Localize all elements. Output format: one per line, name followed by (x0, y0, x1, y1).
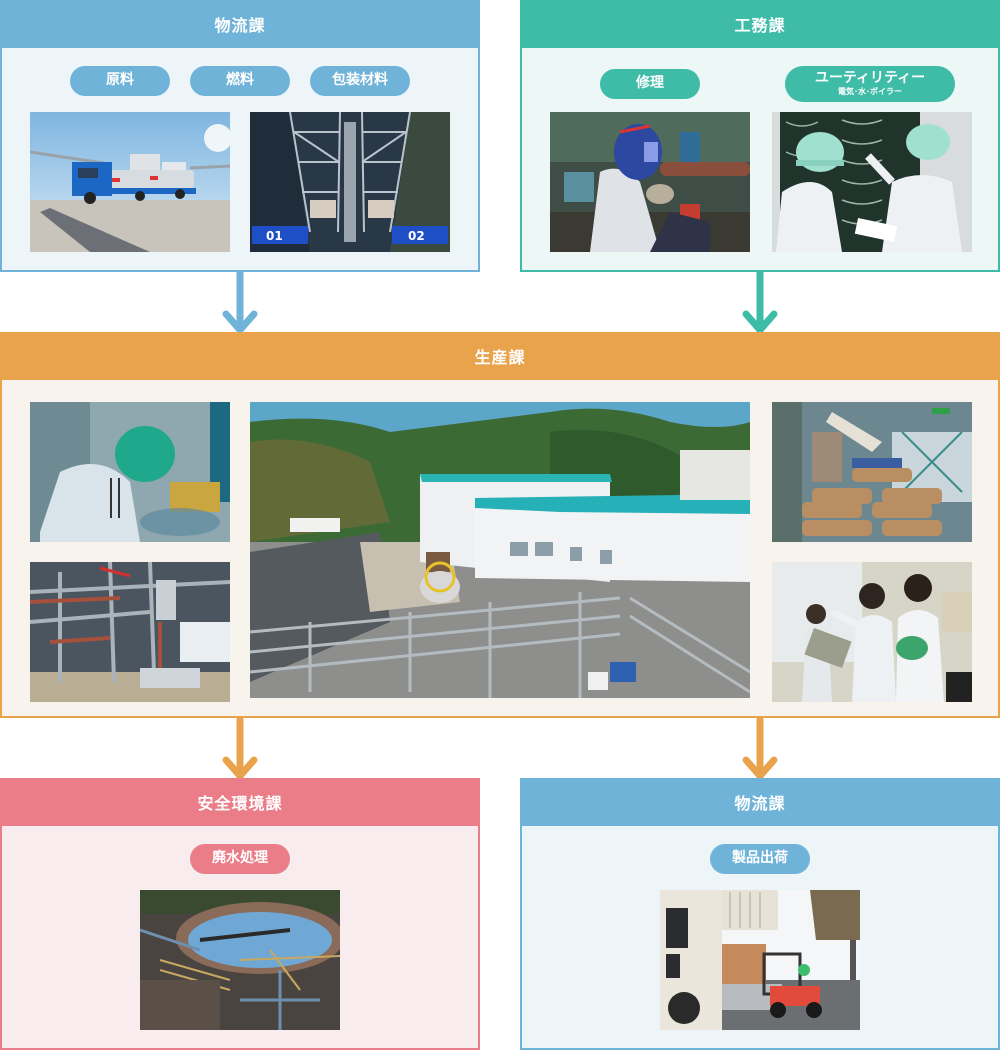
arrow-production-to-logistics (742, 718, 778, 780)
factory-aerial-photo (250, 402, 750, 698)
worker-inspection-photo (30, 402, 230, 542)
arrow-engineering-to-production (742, 272, 778, 334)
tag-packaging-materials: 包装材料 (310, 66, 410, 96)
safety-environment-section: 安全環境課 廃水処理 (0, 778, 480, 1050)
tag-utilities-sub: 電気･水･ボイラー (838, 86, 902, 96)
section-title: 物流課 (520, 778, 1000, 826)
reactor-plant-photo (30, 562, 230, 702)
automated-warehouse-photo: 01 02 (250, 112, 450, 252)
section-title: 安全環境課 (0, 778, 480, 826)
tag-repair: 修理 (600, 69, 700, 99)
tag-raw-materials: 原料 (70, 66, 170, 96)
welding-photo (550, 112, 750, 252)
tanker-truck-photo (30, 112, 230, 252)
logistics-inbound-section: 物流課 原料 燃料 包装材料 (0, 0, 480, 272)
palletizing-robot-photo (772, 402, 972, 542)
logistics-outbound-section: 物流課 製品出荷 (520, 778, 1000, 1050)
wastewater-treatment-photo (140, 890, 340, 1030)
section-title: 物流課 (0, 0, 480, 48)
control-panel-inspection-photo (772, 112, 972, 252)
tag-product-shipping: 製品出荷 (710, 844, 810, 874)
tag-utilities: ユーティリティー 電気･水･ボイラー (785, 66, 955, 102)
bay-label-01: 01 (266, 229, 283, 243)
arrow-logistics-to-production (222, 272, 258, 334)
engineering-section: 工務課 修理 ユーティリティー 電気･水･ボイラー (520, 0, 1000, 272)
tag-wastewater-treatment: 廃水処理 (190, 844, 290, 874)
forklift-shipping-photo (660, 890, 860, 1030)
arrow-production-to-safety (222, 718, 258, 780)
team-meeting-photo (772, 562, 972, 702)
tag-fuel: 燃料 (190, 66, 290, 96)
tag-utilities-label: ユーティリティー (814, 70, 926, 87)
production-section: 生産課 (0, 332, 1000, 718)
section-title: 生産課 (0, 332, 1000, 380)
section-title: 工務課 (520, 0, 1000, 48)
bay-label-02: 02 (408, 229, 425, 243)
